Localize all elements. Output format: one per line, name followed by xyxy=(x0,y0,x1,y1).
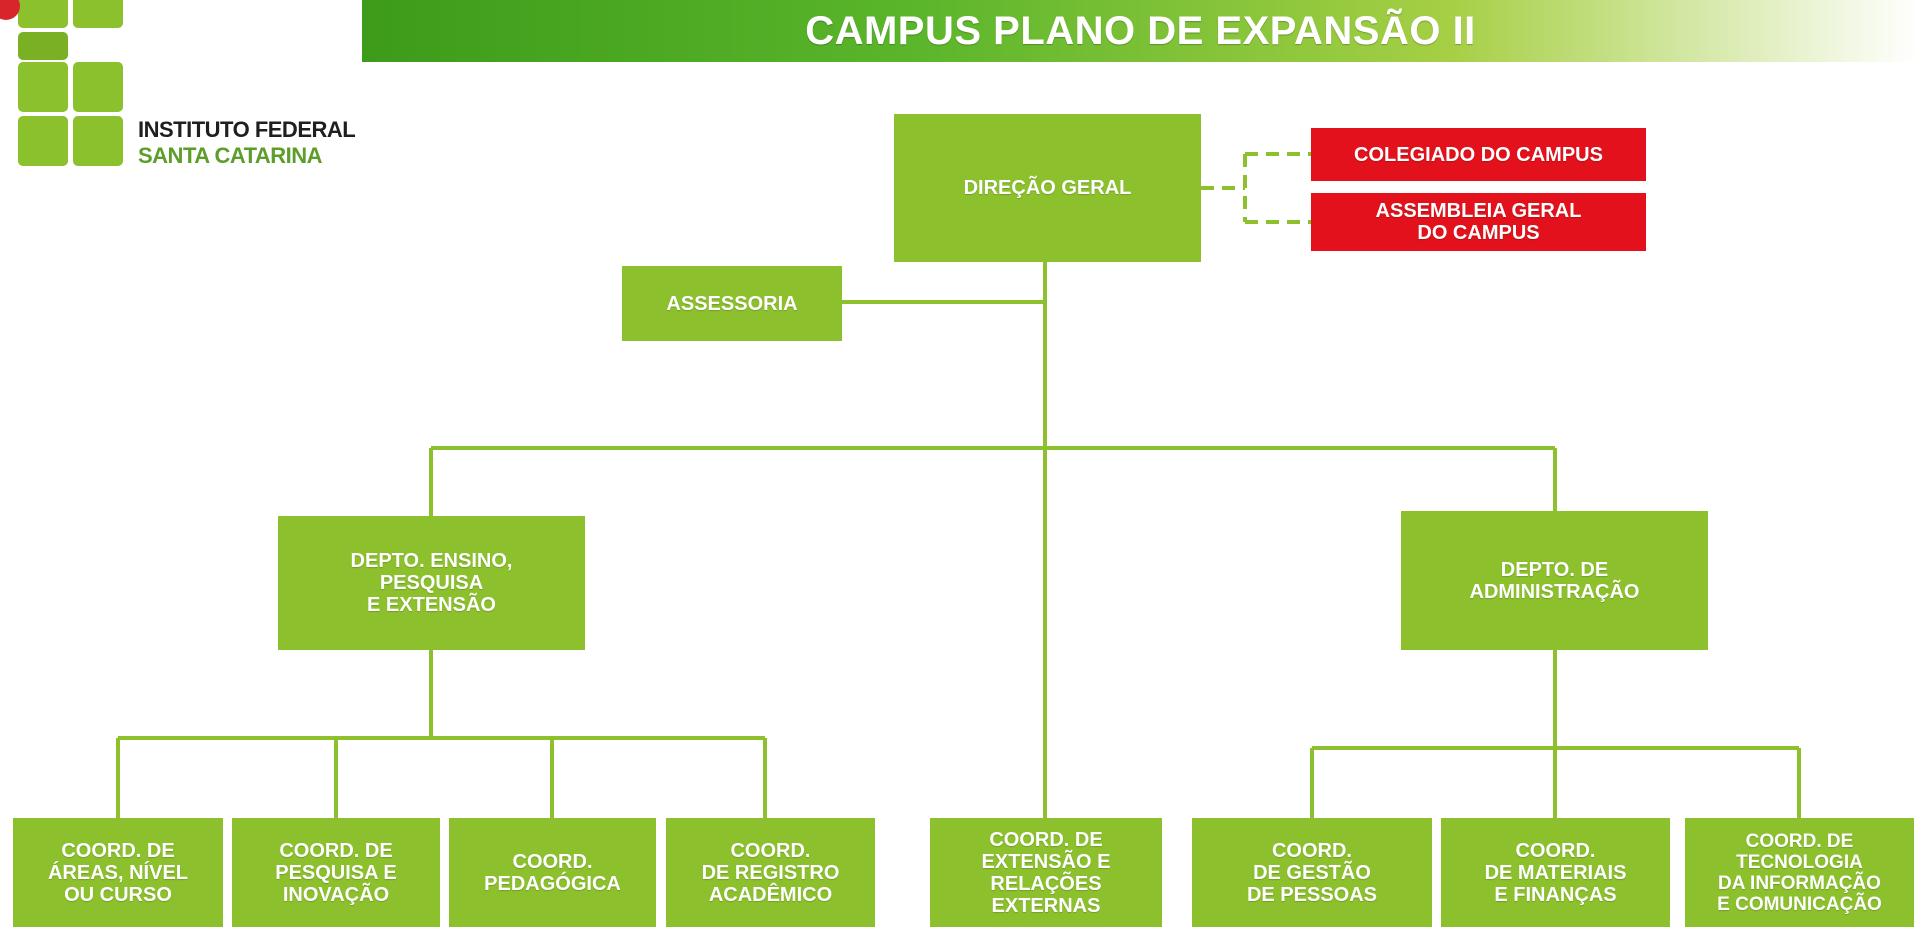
page-title: CAMPUS PLANO DE EXPANSÃO II xyxy=(805,9,1476,53)
box-direcao-geral: DIREÇÃO GERAL xyxy=(894,114,1201,262)
box-coord-pesquisa: COORD. DE PESQUISA E INOVAÇÃO xyxy=(232,818,440,927)
box-depto-administracao: DEPTO. DE ADMINISTRAÇÃO xyxy=(1401,511,1708,650)
box-coord-areas: COORD. DE ÁREAS, NÍVEL OU CURSO xyxy=(13,818,223,927)
logo-red-dot xyxy=(0,0,20,20)
box-coord-gestao-pessoas: COORD. DE GESTÃO DE PESSOAS xyxy=(1192,818,1432,927)
institute-logo: INSTITUTO FEDERAL SANTA CATARINA xyxy=(0,0,360,175)
box-assessoria: ASSESSORIA xyxy=(622,266,842,341)
box-depto-ensino: DEPTO. ENSINO, PESQUISA E EXTENSÃO xyxy=(278,516,585,650)
box-coord-extensao: COORD. DE EXTENSÃO E RELAÇÕES EXTERNAS xyxy=(930,818,1162,927)
logo-text-state: SANTA CATARINA xyxy=(138,143,323,168)
box-colegiado-do-campus: COLEGIADO DO CAMPUS xyxy=(1311,128,1646,181)
logo-square xyxy=(18,62,68,112)
logo-square xyxy=(18,116,68,166)
box-coord-pedagogica: COORD. PEDAGÓGICA xyxy=(449,818,656,927)
logo-square xyxy=(73,116,123,166)
logo-square xyxy=(73,62,123,112)
logo-square xyxy=(73,0,123,28)
box-coord-tecnologia: COORD. DE TECNOLOGIA DA INFORMAÇÃO E COM… xyxy=(1685,818,1914,927)
logo-square xyxy=(18,0,68,28)
box-assembleia-geral: ASSEMBLEIA GERAL DO CAMPUS xyxy=(1311,193,1646,251)
logo-square xyxy=(18,32,68,60)
title-bar: CAMPUS PLANO DE EXPANSÃO II xyxy=(362,0,1919,62)
box-coord-registro: COORD. DE REGISTRO ACADÊMICO xyxy=(666,818,875,927)
logo-text-institute: INSTITUTO FEDERAL xyxy=(138,117,356,142)
box-coord-materiais: COORD. DE MATERIAIS E FINANÇAS xyxy=(1441,818,1670,927)
